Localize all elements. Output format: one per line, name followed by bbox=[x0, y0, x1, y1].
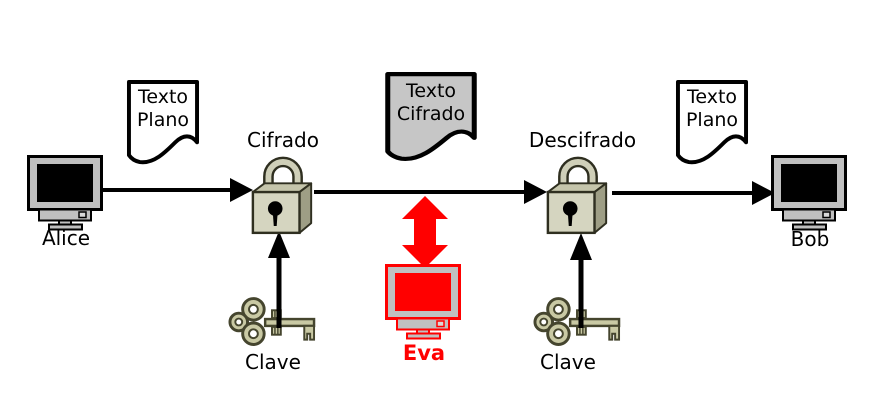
key-left-icon bbox=[228, 297, 316, 346]
arrow-encrypt-to-decrypt bbox=[314, 180, 547, 204]
decrypt-padlock-icon bbox=[546, 156, 608, 235]
eva-computer-icon bbox=[385, 264, 461, 340]
plain-text-doc-left-label: Texto Plano bbox=[136, 86, 190, 131]
arrow-alice-to-encrypt bbox=[100, 178, 253, 202]
cipher-text-doc-label: Texto Cifrado bbox=[396, 80, 466, 125]
alice-label: Alice bbox=[41, 226, 91, 250]
key-right-label: Clave bbox=[540, 350, 596, 374]
bob-label: Bob bbox=[790, 227, 830, 251]
key-right-icon bbox=[533, 297, 621, 346]
encrypt-padlock-icon bbox=[251, 156, 313, 235]
encrypt-label: Cifrado bbox=[247, 128, 319, 152]
plain-text-doc-right-label: Texto Plano bbox=[685, 86, 739, 131]
decrypt-label: Descifrado bbox=[528, 128, 637, 152]
plain-text-doc-left-icon bbox=[126, 79, 200, 165]
eva-label: Eva bbox=[402, 341, 446, 365]
eva-intercept-arrow bbox=[402, 196, 448, 268]
alice-computer-icon bbox=[27, 155, 103, 231]
key-left-label: Clave bbox=[245, 350, 301, 374]
plain-text-doc-right-icon bbox=[675, 79, 749, 165]
arrow-decrypt-to-bob bbox=[612, 181, 775, 205]
bob-computer-icon bbox=[771, 155, 847, 231]
cipher-text-doc-icon bbox=[385, 72, 477, 161]
